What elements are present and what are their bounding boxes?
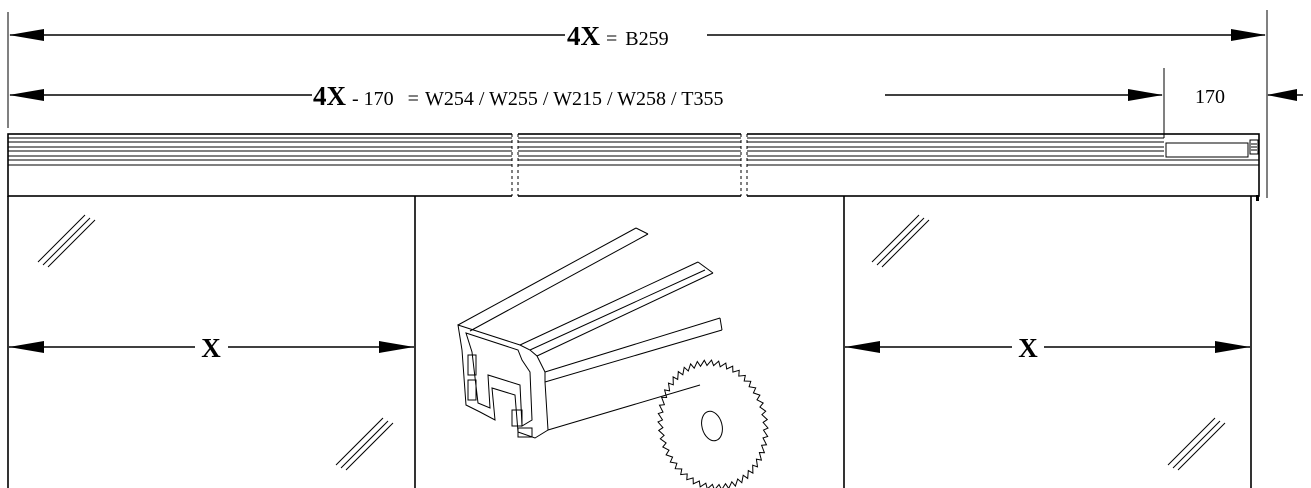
cut-length-dimension: 4X- 170=W254 / W255 / W215 / W258 / T355 [9,68,1165,138]
end-pin [1256,195,1259,201]
break-gap-2 [741,131,747,200]
break-gap-1 [512,131,518,200]
total-arrow-right [1231,29,1266,41]
isometric-rail-illustration [457,227,723,439]
offset-dimension: 170 [1195,86,1303,108]
rail-profile [7,131,1260,201]
total-arrow-left [9,29,44,41]
glass-hatch-left-top [37,214,96,268]
panel-right-arrow-left [845,341,880,353]
panel-right-arrow-right [1215,341,1250,353]
panel-dimension-left: X [9,333,414,363]
end-cap [1165,142,1249,158]
total-length-dimension: 4X=B259 [7,10,1268,198]
glass-hatch-left-bottom [335,417,394,471]
glass-hatch-right-top [871,214,930,268]
saw-blade-icon [657,359,769,488]
panel-right-label: X [1018,333,1038,363]
panel-left-arrow-right [379,341,414,353]
panel-left-arrow-left [9,341,44,353]
glass-panels [7,196,1252,488]
offset-arrow [1267,89,1297,101]
cut-arrow-left [9,89,44,101]
total-label: 4X=B259 [567,21,669,51]
glass-hatch-right-bottom [1167,417,1226,471]
panel-dimension-right: X [845,333,1250,363]
offset-label: 170 [1195,86,1225,108]
cut-arrow-right [1128,89,1163,101]
cut-label: 4X- 170=W254 / W255 / W215 / W258 / T355 [313,81,723,111]
panel-left-label: X [201,333,221,363]
